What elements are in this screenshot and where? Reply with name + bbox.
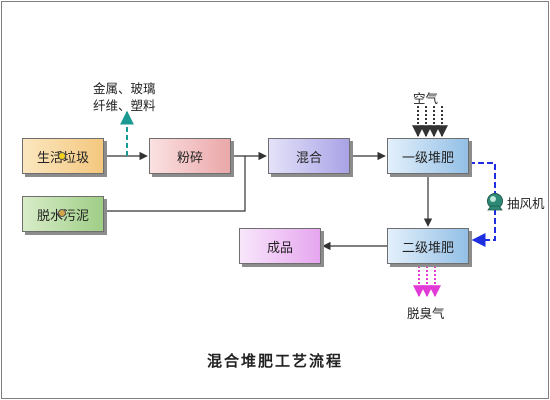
node-first-stage-compost: 一级堆肥 <box>387 138 469 174</box>
label-recyclables-line1: 金属、玻璃 <box>93 81 156 96</box>
label-air: 空气 <box>413 91 439 106</box>
label-recyclables-line2: 纤维、塑料 <box>93 98 156 113</box>
cursor-dot-icon <box>58 152 66 160</box>
node-product: 成品 <box>239 228 321 264</box>
exhaust-fan-icon <box>487 193 503 211</box>
node-crush: 粉碎 <box>149 138 231 174</box>
cursor-dot-icon <box>58 209 66 217</box>
node-domestic-garbage: 生活垃圾 <box>22 138 104 174</box>
label-exhaust-fan: 抽风机 <box>507 196 545 211</box>
label-deodorized-gas: 脱臭气 <box>407 306 445 321</box>
diagram-title: 混合堆肥工艺流程 <box>206 352 343 370</box>
line-sludge-to-mix <box>104 156 246 212</box>
node-mix: 混合 <box>268 138 350 174</box>
node-second-stage-compost: 二级堆肥 <box>387 228 469 264</box>
node-dewatered-sludge: 脱水污泥 <box>22 196 104 232</box>
